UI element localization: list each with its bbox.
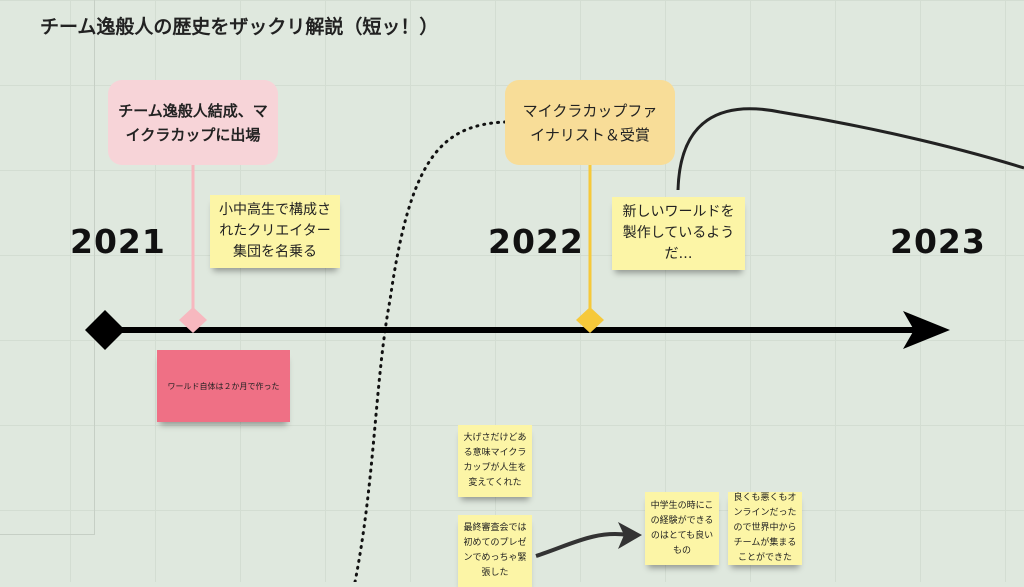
year-2022: 2022 [488, 222, 584, 261]
arrow-curve [535, 532, 629, 558]
sticky-creators[interactable]: 小中高生で構成されたクリエイター集団を名乗る [210, 195, 340, 268]
sticky-online[interactable]: 良くも悪くもオンラインだったので世界中からチームが集まることができた [728, 492, 802, 565]
year-2023: 2023 [890, 222, 986, 261]
timeline-arrowhead [903, 311, 950, 349]
sticky-middle-school[interactable]: 中学生の時にこの経験ができるのはとても良いもの [645, 492, 719, 565]
yellow-diamond [576, 307, 604, 333]
year-2021: 2021 [70, 222, 166, 261]
sticky-two-months[interactable]: ワールド自体は２か月で作った [157, 350, 290, 422]
pink-diamond [179, 307, 207, 333]
sticky-nervous[interactable]: 最終審査会では初めてのプレゼンでめっちゃ緊張した [458, 515, 532, 587]
sticky-new-world[interactable]: 新しいワールドを製作しているようだ… [612, 197, 745, 270]
sticky-life-changed[interactable]: 大げさだけどある意味マイクラカップが人生を変えてくれた [458, 425, 532, 497]
dotted-curve [353, 120, 507, 582]
black-curve [676, 107, 1024, 191]
arrow-head [618, 522, 642, 549]
event-finalist[interactable]: マイクラカップファイナリスト＆受賞 [505, 80, 675, 165]
frame-border [0, 0, 95, 535]
event-team-formed[interactable]: チーム逸般人結成、マイクラカップに出場 [108, 80, 278, 165]
board-title: チーム逸般人の歴史をザックリ解説（短ッ！） [40, 16, 439, 38]
start-diamond [85, 310, 125, 350]
